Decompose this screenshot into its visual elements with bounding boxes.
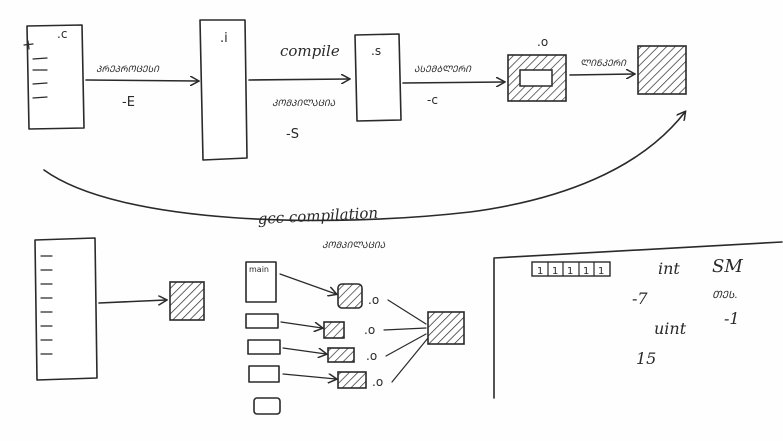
compile-flag: -S	[286, 127, 299, 142]
preprocess-arrow	[85, 80, 198, 81]
bit-3: 1	[583, 266, 589, 277]
ten-label: ᲗᲔᲡ.	[712, 290, 738, 301]
s-assembly-file: .s	[354, 33, 402, 122]
gcc-sublabel: ᲙᲝᲛᲞᲘᲚᲐᲪᲘᲐ	[322, 241, 386, 251]
memory-panel-border	[493, 241, 783, 399]
i-ext-label: .i	[220, 31, 228, 46]
src4-to-obj-arrow	[282, 374, 336, 379]
assemble-arrow	[402, 82, 504, 83]
c-ext-label: .c	[57, 27, 67, 41]
o-ext-label: .o	[537, 35, 548, 49]
bit-0: 1	[537, 266, 543, 277]
obj-label-1: .o	[368, 293, 379, 307]
source-file-4	[248, 365, 280, 383]
main-object	[337, 283, 363, 309]
neg-seven-value: -7	[632, 289, 648, 308]
preprocess-label: ᲞᲠᲔᲞᲠᲝᲪᲔᲡᲘ	[96, 65, 160, 75]
i-preprocessed-file: .i	[199, 19, 248, 161]
link-line-3	[385, 333, 427, 357]
compile-sublabel: ᲙᲝᲛᲞᲘᲚᲐᲪᲘᲐ	[272, 99, 336, 109]
neg-one-value: -1	[724, 309, 740, 328]
source-file-bottom	[34, 237, 98, 381]
src2-to-obj-arrow	[280, 321, 322, 328]
compile-label: compile	[280, 42, 340, 60]
bit-cells: 1 1 1 1 1	[531, 261, 611, 277]
object-4	[337, 371, 367, 389]
gcc-label: gcc compilation	[257, 204, 378, 228]
compile-arrow-bottom	[98, 300, 166, 303]
preprocess-flag: -E	[122, 95, 135, 110]
source-file-2	[245, 313, 279, 329]
uint-label: uint	[654, 319, 687, 338]
source-file-3	[247, 339, 281, 355]
main-to-obj-arrow	[279, 273, 336, 294]
object-3	[327, 347, 355, 363]
sm-label: SM	[712, 256, 743, 277]
link-line-4	[391, 337, 429, 383]
bit-1: 1	[552, 266, 558, 277]
link-line-1	[387, 299, 427, 325]
obj-label-3: .o	[366, 349, 377, 363]
main-label: main	[249, 265, 269, 274]
compile-arrow	[248, 79, 349, 80]
bit-4: 1	[598, 266, 604, 277]
gcc-arrow	[43, 112, 685, 222]
source-file-5	[253, 397, 281, 415]
object-file-bottom	[169, 281, 205, 321]
bit-2: 1	[567, 266, 573, 277]
s-ext-label: .s	[371, 44, 381, 58]
linked-executable	[427, 311, 465, 345]
object-2	[323, 321, 345, 339]
assemble-flag: -c	[427, 93, 438, 107]
executable-file	[637, 45, 687, 95]
obj-label-2: .o	[364, 323, 375, 337]
assemble-label: ᲐᲡᲔᲛᲑᲚᲔᲠᲘ	[414, 65, 472, 75]
link-arrow	[569, 74, 634, 75]
o-object-file: .o	[507, 35, 567, 102]
src3-to-obj-arrow	[282, 347, 326, 354]
main-source-file: main	[245, 261, 277, 303]
c-source-file: .c	[23, 24, 85, 130]
fifteen-value: 15	[636, 349, 656, 368]
int-label: int	[658, 259, 680, 278]
link-label: ᲚᲘᲜᲙᲔᲠᲘ	[580, 59, 627, 69]
obj-label-4: .o	[372, 375, 383, 389]
link-line-2	[383, 327, 427, 331]
